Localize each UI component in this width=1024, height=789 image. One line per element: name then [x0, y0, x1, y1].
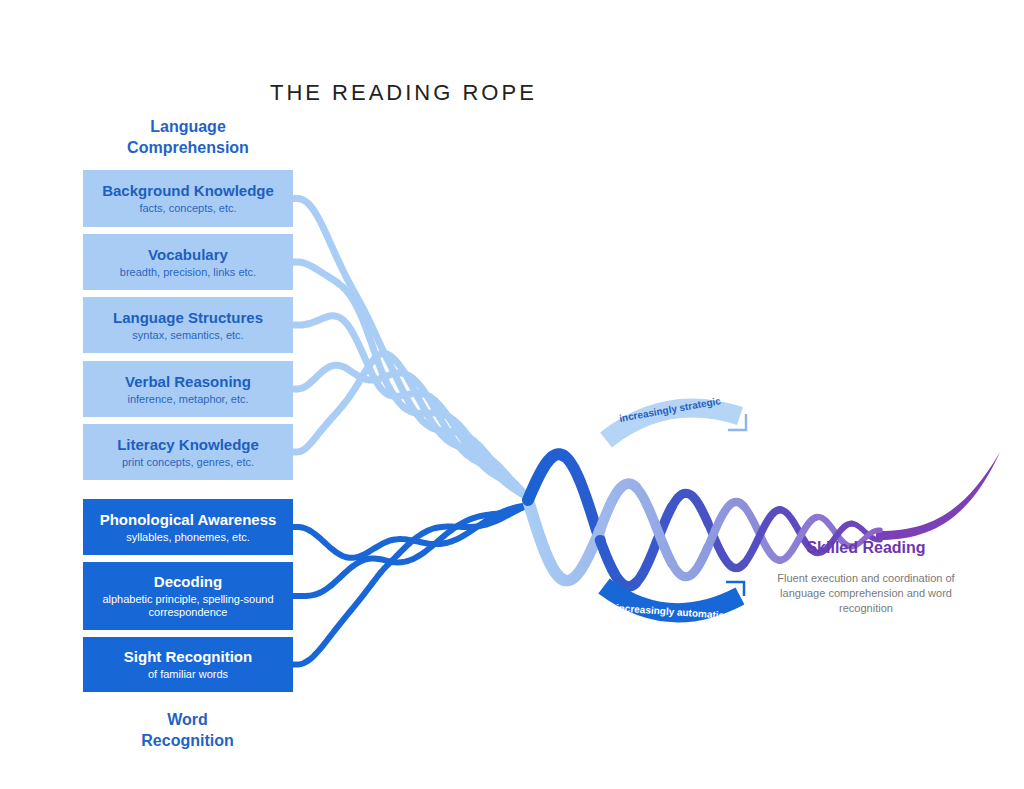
- rope-strand: [293, 199, 528, 499]
- component-box: Phonological Awareness syllables, phoneme…: [83, 499, 293, 555]
- rope-helix: [528, 454, 564, 500]
- rope-strand: [293, 505, 528, 665]
- band-corner: [728, 414, 746, 430]
- component-box: Decoding alphabetic principle, spelling-s…: [83, 562, 293, 630]
- rope-tail: [876, 452, 1000, 540]
- box-heading: Verbal Reasoning: [125, 373, 251, 391]
- rope-strand: [293, 316, 528, 498]
- box-subtext: of familiar words: [148, 668, 228, 681]
- box-subtext: print concepts, genres, etc.: [122, 456, 254, 469]
- arrow-band: increasingly strategic: [600, 390, 760, 450]
- arrow-band: increasingly automatic: [598, 562, 758, 628]
- box-heading: Phonological Awareness: [100, 511, 277, 529]
- box-subtext: syntax, semantics, etc.: [132, 329, 243, 342]
- box-heading: Decoding: [154, 573, 222, 591]
- box-subtext: breadth, precision, links etc.: [120, 266, 256, 279]
- rope-strand: [293, 505, 528, 596]
- rope-helix: [672, 493, 708, 523]
- box-heading: Language Structures: [113, 309, 263, 327]
- rope-helix: [600, 484, 636, 530]
- box-subtext: inference, metaphor, etc.: [127, 393, 248, 406]
- outcome-description: Fluent execution and coordination of lan…: [770, 571, 962, 616]
- component-box: Background Knowledge facts, concepts, etc…: [83, 170, 293, 227]
- rope-helix: [564, 456, 600, 540]
- rope-helix: [708, 502, 744, 547]
- section-heading: Language Comprehension: [118, 116, 258, 158]
- rope-helix: [636, 487, 672, 563]
- box-heading: Vocabulary: [148, 246, 228, 264]
- box-heading: Background Knowledge: [102, 182, 274, 200]
- outcome-heading: Skilled Reading: [768, 538, 964, 558]
- rope-helix: [564, 530, 600, 581]
- rope-helix: [600, 540, 636, 586]
- rope-helix: [744, 510, 780, 564]
- box-subtext: alphabetic principle, spelling-sound cor…: [93, 593, 283, 619]
- component-box: Vocabulary breadth, precision, links etc.: [83, 234, 293, 290]
- rope-helix: [672, 547, 708, 577]
- component-box: Language Structures syntax, semantics, et…: [83, 297, 293, 353]
- rope-strand: [293, 353, 528, 498]
- box-heading: Sight Recognition: [124, 648, 252, 666]
- component-box: Sight Recognition of familiar words: [83, 637, 293, 692]
- diagram-title: THE READING ROPE: [270, 80, 570, 106]
- section-heading: Word Recognition: [130, 709, 245, 751]
- component-box: Verbal Reasoning inference, metaphor, etc…: [83, 361, 293, 417]
- box-subtext: syllables, phonemes, etc.: [126, 531, 250, 544]
- rope-strand: [293, 262, 528, 498]
- component-box: Literacy Knowledge print concepts, genres…: [83, 424, 293, 480]
- band-corner: [726, 582, 744, 596]
- rope-helix: [528, 500, 564, 580]
- box-subtext: facts, concepts, etc.: [139, 202, 236, 215]
- box-heading: Literacy Knowledge: [117, 436, 259, 454]
